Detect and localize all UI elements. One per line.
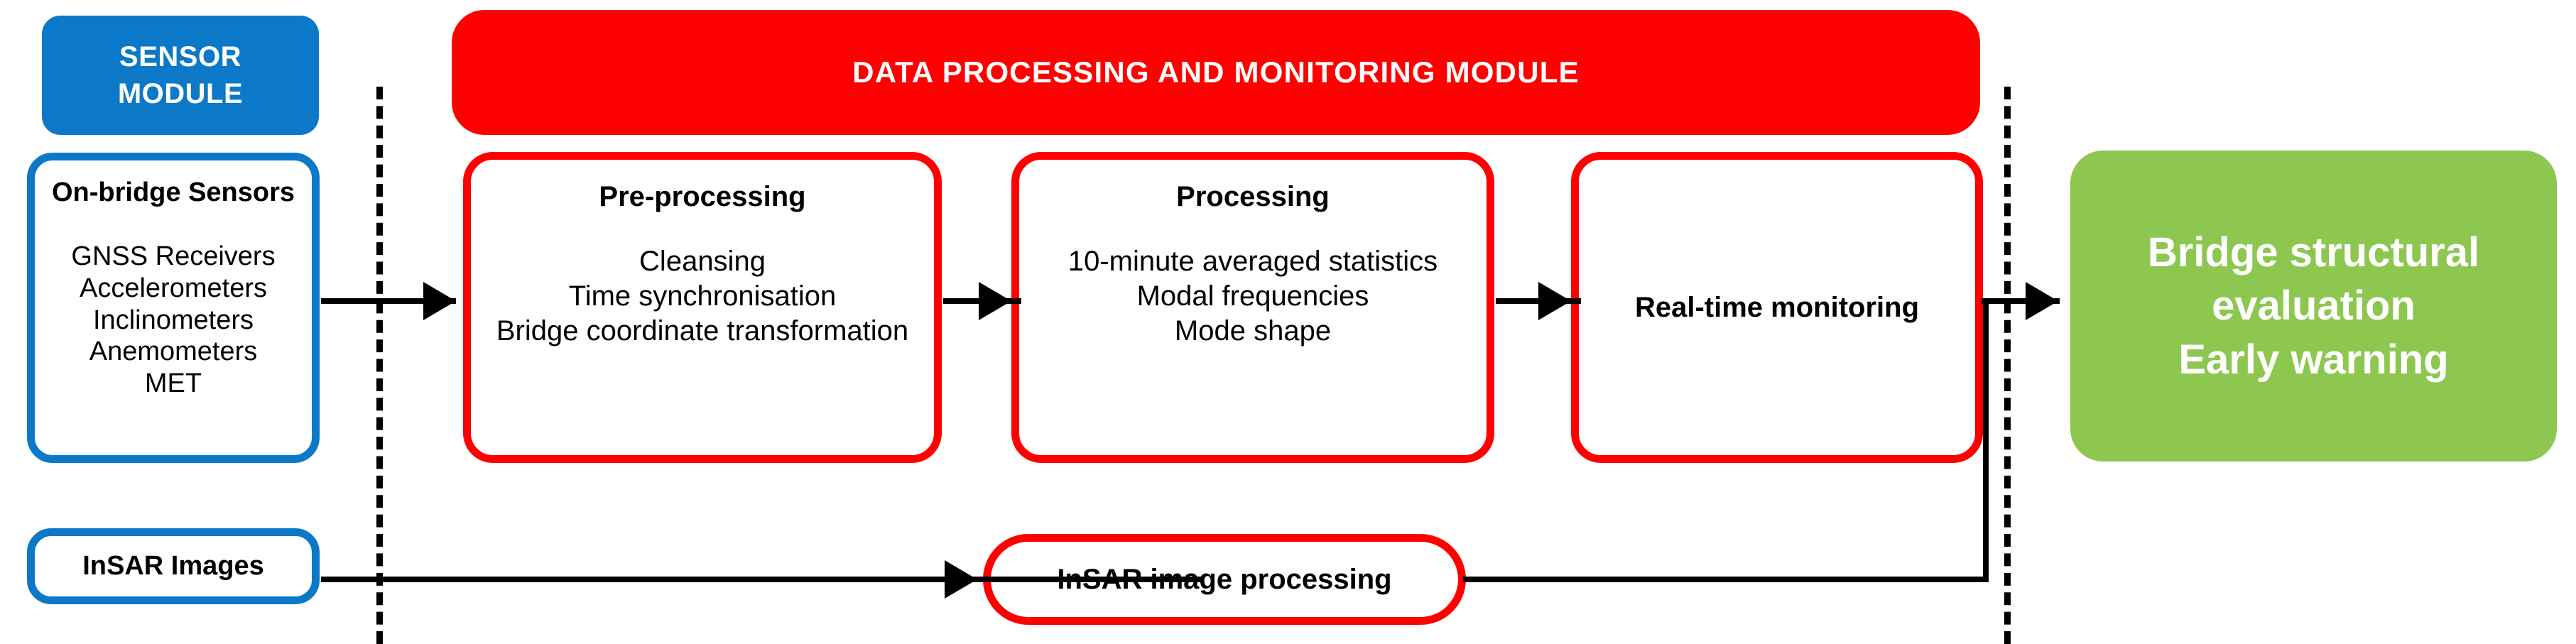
insar-images-box: InSAR Images — [27, 528, 320, 604]
sensor-module-title-line1: SENSOR — [119, 41, 241, 72]
output-line-2: evaluation — [2212, 283, 2415, 329]
sensor-module-header: SENSOR MODULE — [42, 16, 319, 135]
processing-item-averaged-statistics: 10-minute averaged statistics — [1067, 246, 1438, 277]
module-divider-left — [376, 87, 383, 644]
output-line-3: Early warning — [2178, 336, 2449, 383]
module-divider-right — [2004, 87, 2011, 644]
arrowhead-to-output-icon — [2026, 282, 2058, 320]
bridge-evaluation-output-box: Bridge structural evaluation Early warni… — [2070, 151, 2557, 462]
processing-item-modal-frequencies: Modal frequencies — [1136, 280, 1369, 312]
pre-processing-item-time-sync: Time synchronisation — [568, 280, 837, 312]
sensor-module-title-line2: MODULE — [117, 78, 244, 109]
connector-insar-processing-to-merge — [1463, 577, 1989, 582]
connector-insar-images-to-processing — [321, 577, 1202, 582]
real-time-monitoring-title: Real-time monitoring — [1634, 291, 1920, 323]
data-processing-module-title: DATA PROCESSING AND MONITORING MODULE — [852, 55, 1580, 89]
processing-box: Processing 10-minute averaged statistics… — [1011, 152, 1494, 463]
pre-processing-title: Pre-processing — [599, 181, 806, 212]
insar-image-processing-box: InSAR image processing — [983, 534, 1466, 625]
arrowhead-insar-images-to-processing-icon — [945, 560, 977, 599]
real-time-monitoring-box: Real-time monitoring — [1571, 152, 1983, 463]
sensor-item-gnss: GNSS Receivers — [71, 241, 276, 271]
pre-processing-item-cleansing: Cleansing — [639, 246, 766, 277]
arrowhead-processing-to-realtime-icon — [1538, 282, 1571, 320]
connector-merge-vertical — [1983, 298, 1989, 582]
sensor-item-accelerometers: Accelerometers — [80, 273, 267, 303]
output-line-1: Bridge structural — [2147, 229, 2480, 275]
sensor-item-anemometers: Anemometers — [89, 337, 258, 367]
arrowhead-sensors-to-preprocessing-icon — [423, 282, 456, 320]
processing-item-mode-shape: Mode shape — [1174, 315, 1332, 346]
data-processing-module-header: DATA PROCESSING AND MONITORING MODULE — [452, 10, 1980, 135]
on-bridge-sensors-title: On-bridge Sensors — [51, 178, 295, 207]
sensor-item-inclinometers: Inclinometers — [93, 305, 254, 335]
arrowhead-preprocessing-to-processing-icon — [979, 282, 1011, 320]
pre-processing-item-coord-transform: Bridge coordinate transformation — [496, 315, 909, 346]
on-bridge-sensors-box: On-bridge Sensors GNSS Receivers Acceler… — [27, 153, 320, 463]
connector-sensors-to-preprocessing — [321, 298, 456, 304]
connector-realtime-to-output — [1982, 298, 2060, 304]
pre-processing-box: Pre-processing Cleansing Time synchronis… — [463, 152, 942, 463]
insar-images-label: InSAR Images — [82, 551, 264, 581]
sensor-item-met: MET — [144, 369, 202, 399]
processing-title: Processing — [1176, 181, 1330, 212]
